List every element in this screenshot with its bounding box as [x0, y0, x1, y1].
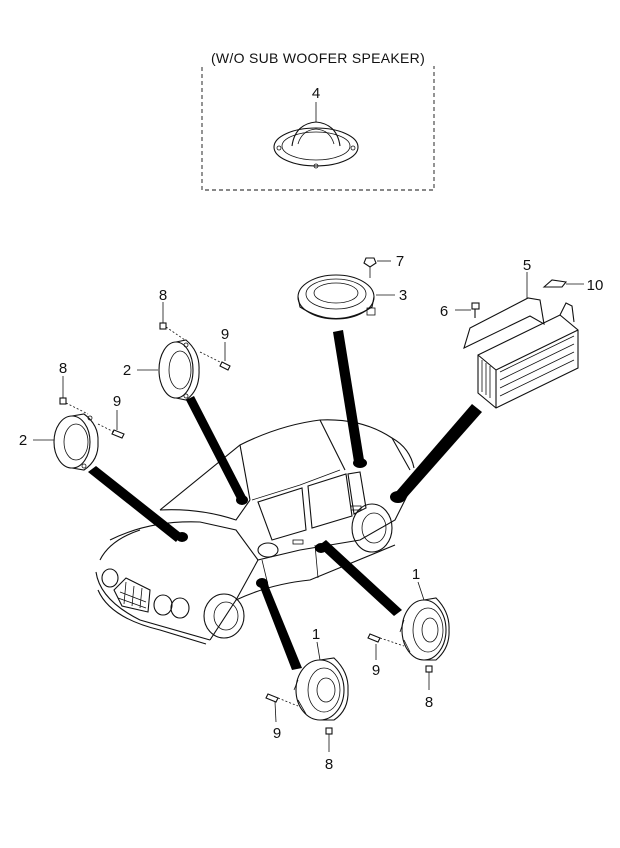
- callout-part-2-left: 2: [19, 432, 27, 449]
- screw-part-8-upper[interactable]: [159, 302, 186, 341]
- callout-part-2-upper: 2: [123, 362, 131, 379]
- callout-part-8-bottom: 8: [325, 756, 333, 773]
- location-indicators: [88, 330, 482, 670]
- callout-part-5: 5: [523, 257, 531, 274]
- screw-part-8-left[interactable]: [59, 376, 89, 415]
- callout-part-7: 7: [396, 253, 404, 270]
- callout-part-8-upper: 8: [159, 287, 167, 304]
- door-tweeter-part-2-left[interactable]: [33, 413, 99, 471]
- screw-part-9-bottom[interactable]: [265, 693, 299, 723]
- door-speaker-part-1-bottom[interactable]: [293, 641, 349, 721]
- screw-part-9-right[interactable]: [367, 633, 405, 660]
- door-speaker-part-1-right[interactable]: [399, 581, 450, 661]
- callout-part-9-upper: 9: [221, 326, 229, 343]
- rear-speaker-part-3[interactable]: [297, 274, 395, 320]
- callout-part-6: 6: [440, 303, 448, 320]
- callout-part-9-left: 9: [113, 393, 121, 410]
- callout-part-9-right: 9: [372, 662, 380, 679]
- clip-part-7[interactable]: [363, 257, 391, 278]
- callout-part-1-right: 1: [412, 566, 420, 583]
- callout-part-3: 3: [399, 287, 407, 304]
- variant-box: (W/O SUB WOOFER SPEAKER): [200, 50, 436, 191]
- nut-part-8-bottom[interactable]: [325, 727, 333, 752]
- callout-part-4: 4: [312, 85, 320, 102]
- screw-part-9-left[interactable]: [97, 410, 125, 439]
- screw-part-9-upper[interactable]: [199, 342, 231, 371]
- car-illustration: [95, 419, 417, 645]
- nut-part-8-right[interactable]: [425, 665, 433, 690]
- callout-part-10: 10: [587, 277, 604, 294]
- callout-part-1-bottom: 1: [312, 626, 320, 643]
- door-tweeter-part-2-upper[interactable]: [137, 339, 200, 401]
- callout-part-8-right: 8: [425, 694, 433, 711]
- bracket-part-10[interactable]: [542, 279, 584, 288]
- variant-box-title: (W/O SUB WOOFER SPEAKER): [211, 50, 425, 66]
- callout-part-8-left: 8: [59, 360, 67, 377]
- callout-part-9-bottom: 9: [273, 725, 281, 742]
- tweeter-speaker-part-4[interactable]: [273, 102, 359, 169]
- bolt-part-6[interactable]: [455, 302, 480, 318]
- amplifier-part-5[interactable]: [463, 272, 579, 409]
